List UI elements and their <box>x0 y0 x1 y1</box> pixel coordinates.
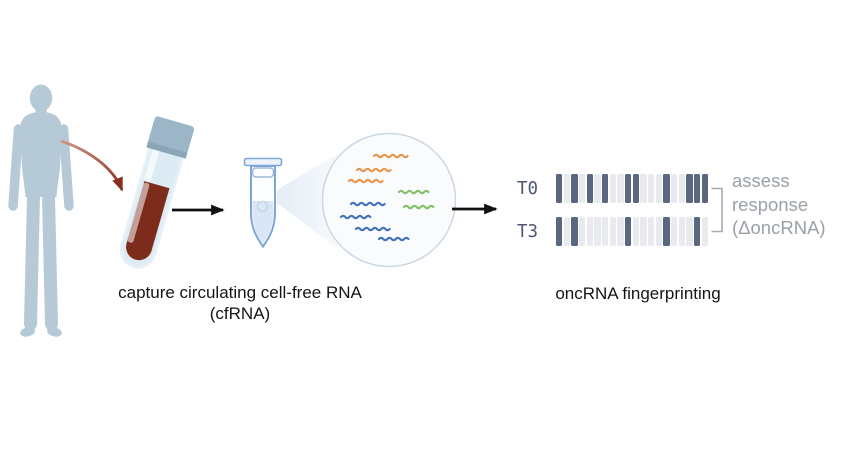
cfrna-tube-bubble <box>256 200 269 213</box>
rna-strand-blue <box>354 226 391 232</box>
blood-tube-highlight <box>144 148 159 183</box>
cfrna-tube-rim <box>243 157 283 167</box>
step1-caption-line1: capture circulating cell-free RNA <box>118 283 362 302</box>
rna-strands-group <box>339 153 435 242</box>
barcode-bar-dark <box>556 174 563 203</box>
barcode-bar-dark <box>602 174 609 203</box>
barcode-bar-light <box>617 174 624 203</box>
barcode-bar-dark <box>686 174 693 203</box>
barcode-bar-dark <box>701 174 708 203</box>
rna-strand-blue <box>339 214 372 220</box>
magnifier-circle <box>321 132 457 268</box>
rna-strand-green <box>402 204 435 210</box>
rna-strand-blue <box>377 236 410 242</box>
barcode-bar-light <box>671 174 678 203</box>
barcode-bar-light <box>594 217 601 246</box>
cfrna-tube <box>243 157 283 249</box>
barcode-bar-light <box>655 217 662 246</box>
barcode-bar-light <box>678 174 685 203</box>
barcode-bar-light <box>640 217 647 246</box>
barcode-bar-light <box>563 217 570 246</box>
barcode-t0 <box>556 174 708 203</box>
human-legs <box>24 189 58 331</box>
cfrna-tube-lid-detail <box>251 167 275 178</box>
barcode-bar-dark <box>625 217 632 246</box>
barcode-bar-light <box>602 217 609 246</box>
barcode-bar-light <box>678 217 685 246</box>
barcode-bar-light <box>579 217 586 246</box>
barcode-bar-dark <box>625 174 632 203</box>
comparison-bracket <box>711 187 723 233</box>
barcode-bar-light <box>655 174 662 203</box>
barcode-bar-light <box>701 217 708 246</box>
rna-strand-green <box>397 189 430 195</box>
human-foot-left <box>20 327 35 337</box>
human-head <box>29 84 53 112</box>
timepoint-label-t0: T0 <box>517 178 539 199</box>
human-silhouette <box>8 84 74 337</box>
assess-response-annotation: assess response (ΔoncRNA) <box>732 169 846 240</box>
barcode-bar-light <box>686 217 693 246</box>
barcode-bar-dark <box>694 174 701 203</box>
step2-caption-text: oncRNA fingerprinting <box>555 284 721 303</box>
barcode-bar-light <box>648 174 655 203</box>
blood-tube-cap-band <box>146 141 188 159</box>
human-torso <box>20 112 62 197</box>
barcode-bar-dark <box>571 217 578 246</box>
rna-strand-orange <box>372 153 409 159</box>
human-neck <box>35 106 47 115</box>
rna-strand-orange <box>355 167 392 173</box>
magnifier-wedge <box>277 153 338 249</box>
barcode-bar-dark <box>632 174 639 203</box>
rna-strand-blue <box>349 201 386 207</box>
cfrna-tube-liquid <box>252 201 274 244</box>
barcode-bar-dark <box>663 217 670 246</box>
barcode-bar-dark <box>586 174 593 203</box>
blood-highlight-stripe <box>127 182 150 243</box>
barcode-bar-dark <box>571 174 578 203</box>
blood-fill <box>126 181 170 261</box>
annotation-line-1: assess <box>732 170 790 191</box>
rna-strand-orange <box>347 178 384 184</box>
barcode-bar-light <box>632 217 639 246</box>
barcode-bar-dark <box>663 174 670 203</box>
blood-draw-arrow <box>60 139 124 192</box>
barcode-bar-light <box>594 174 601 203</box>
barcode-bar-light <box>617 217 624 246</box>
barcode-bar-light <box>671 217 678 246</box>
barcode-bar-light <box>609 217 616 246</box>
human-foot-right <box>47 327 62 337</box>
step1-caption-line2: (cfRNA) <box>209 303 271 323</box>
blood-tube <box>119 116 195 269</box>
barcode-bar-light <box>648 217 655 246</box>
annotation-line-2: response <box>732 193 809 215</box>
barcode-bar-dark <box>694 217 701 246</box>
barcode-t3 <box>556 217 708 246</box>
timepoint-label-t3: T3 <box>517 221 539 242</box>
barcode-bar-light <box>586 217 593 246</box>
barcode-bar-dark <box>556 217 563 246</box>
annotation-line-3: (ΔoncRNA) <box>732 217 826 238</box>
barcode-bar-light <box>609 174 616 203</box>
step1-caption: capture circulating cell-free RNA (cfRNA… <box>85 283 395 324</box>
step2-caption: oncRNA fingerprinting <box>521 284 755 305</box>
barcode-bar-light <box>640 174 647 203</box>
barcode-bar-light <box>579 174 586 203</box>
barcode-bar-light <box>563 174 570 203</box>
